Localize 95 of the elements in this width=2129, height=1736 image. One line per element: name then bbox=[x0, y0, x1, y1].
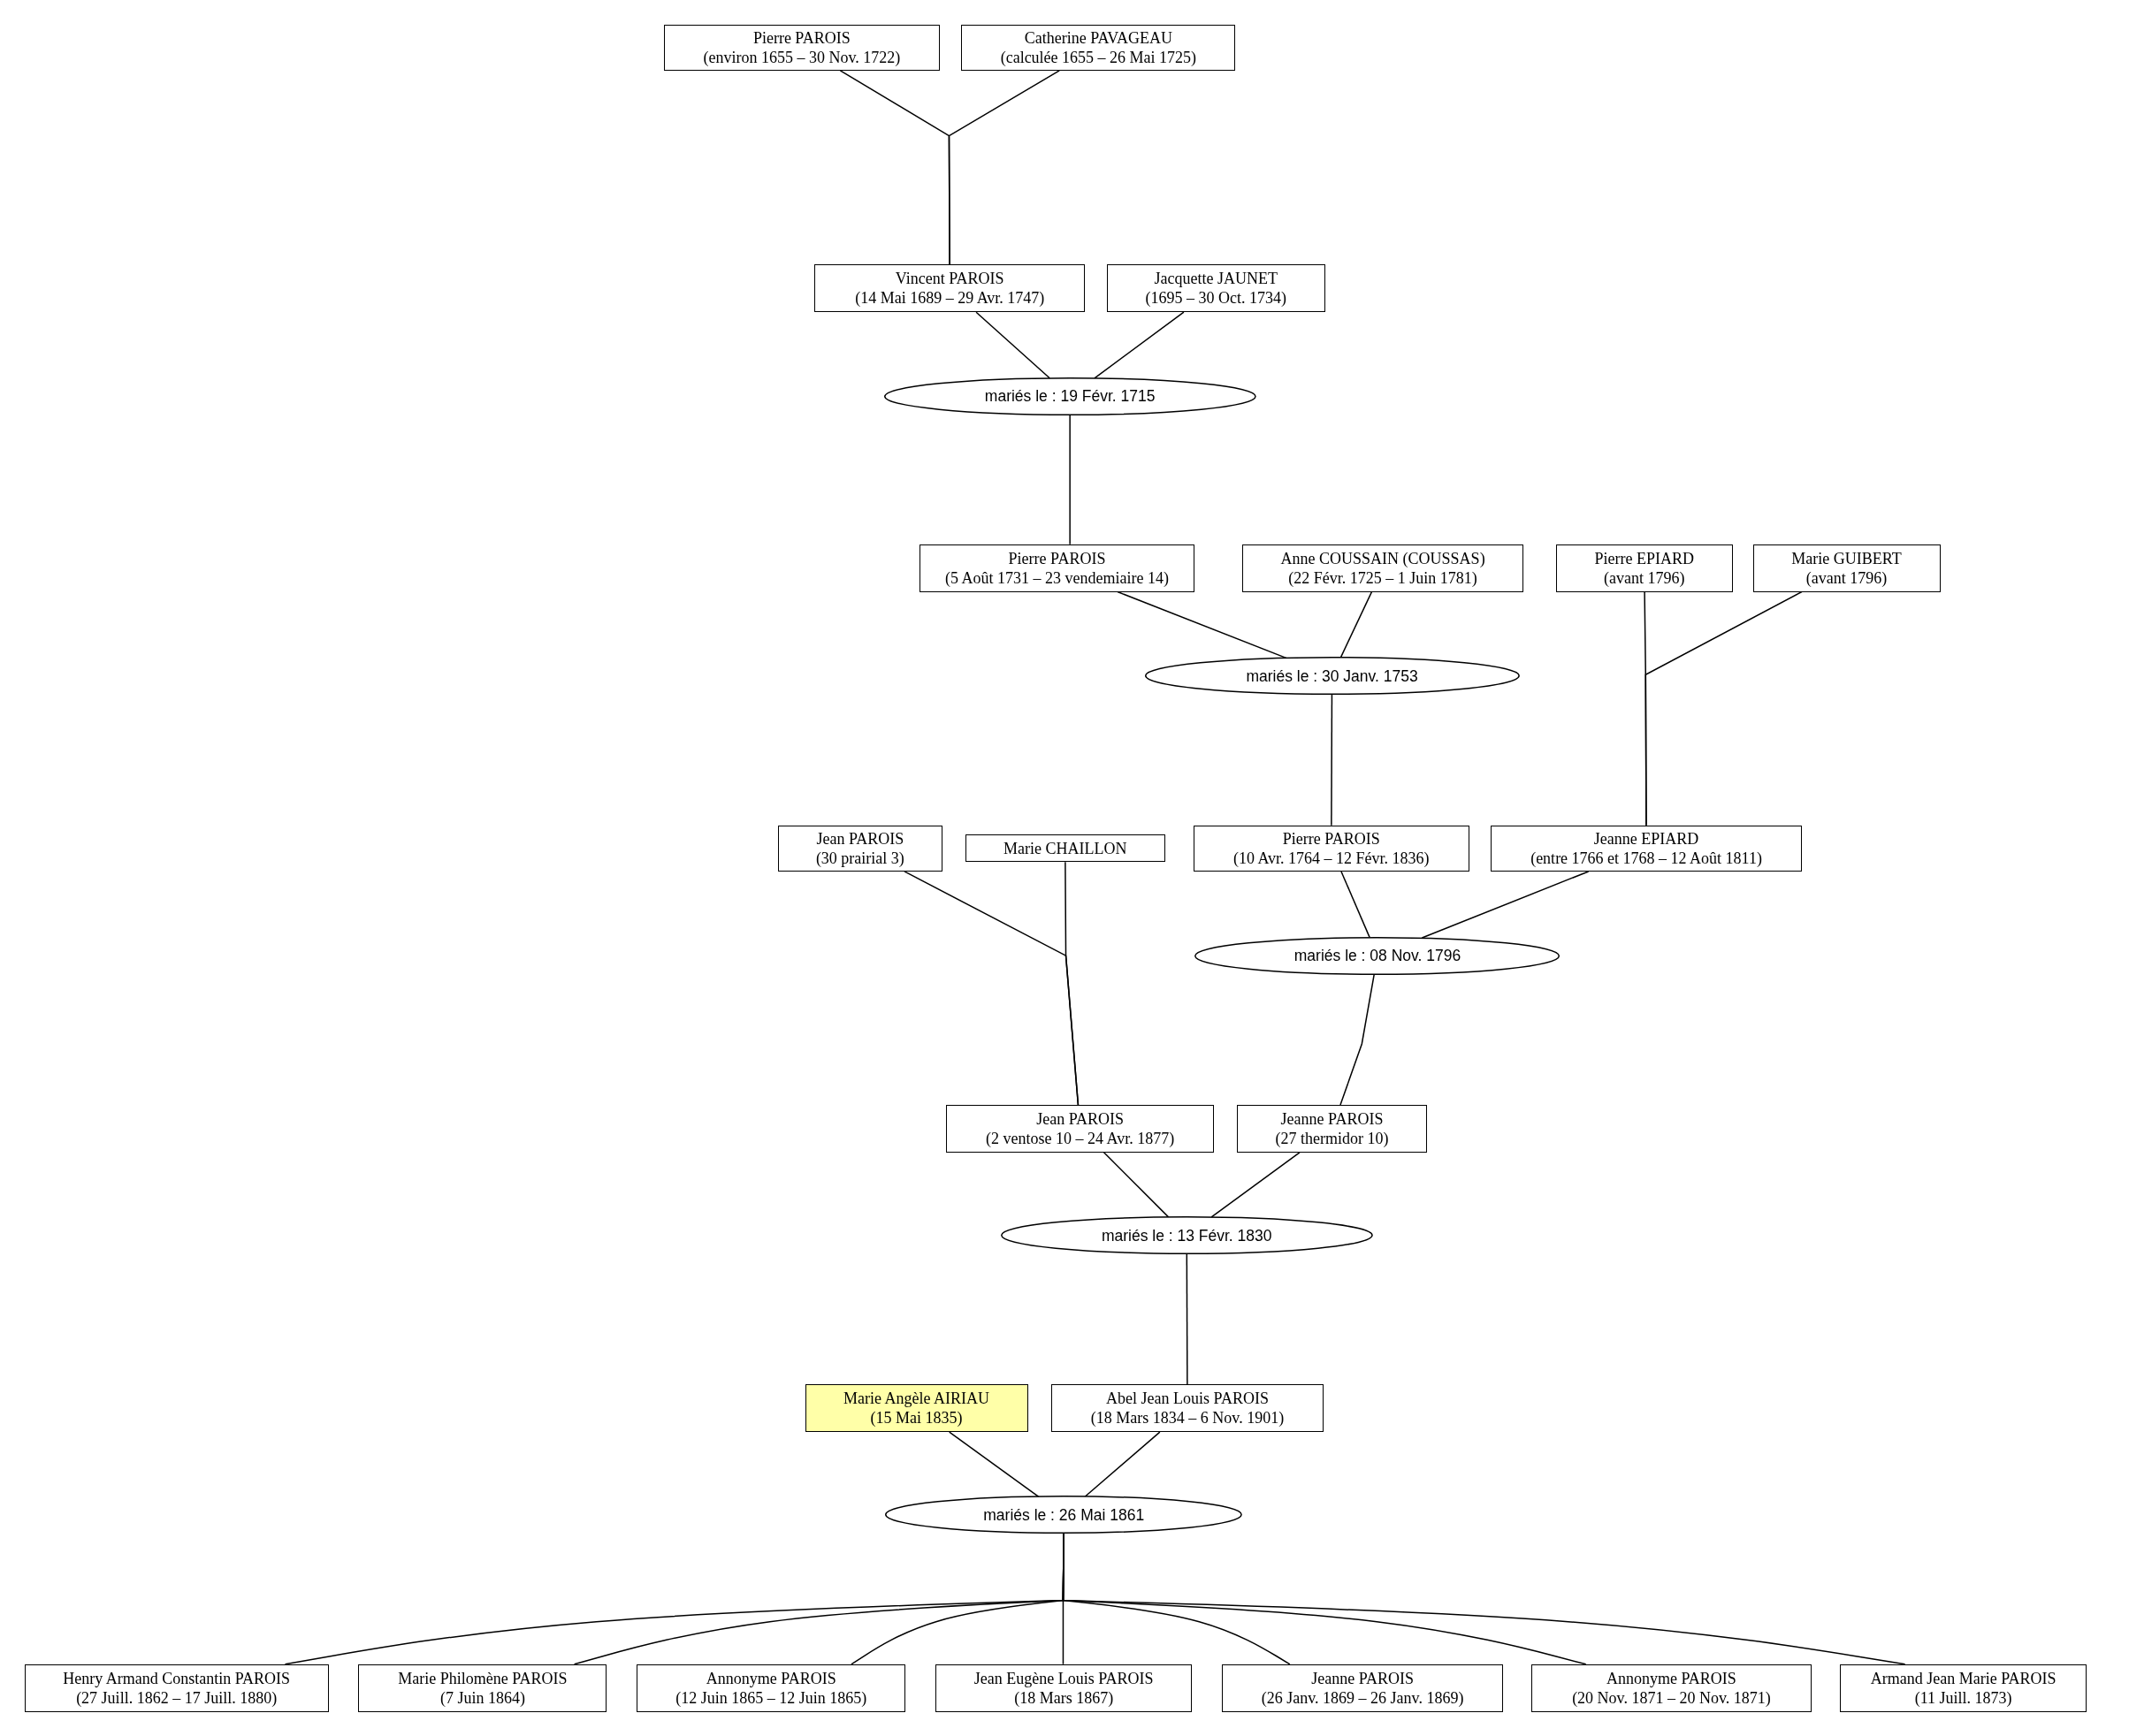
lineage-line bbox=[1103, 1152, 1170, 1218]
person-name: Catherine PAVAGEAU bbox=[1024, 27, 1172, 48]
life-dates: (entre 1766 et 1768 – 12 Août 1811) bbox=[1530, 848, 1762, 868]
person-box bbox=[777, 825, 942, 872]
life-dates: (10 Avr. 1764 – 12 Févr. 1836) bbox=[1232, 848, 1430, 868]
person-box bbox=[637, 1664, 906, 1712]
person-name: Jeanne EPIARD bbox=[1593, 828, 1699, 849]
person-box bbox=[358, 1664, 607, 1712]
person-name: Pierre EPIARD bbox=[1594, 548, 1694, 568]
marriage-ellipse bbox=[885, 1496, 1243, 1534]
person-box bbox=[1242, 544, 1524, 592]
lineage-line bbox=[1094, 311, 1185, 379]
life-dates: (18 Mars 1867) bbox=[1014, 1687, 1114, 1708]
marriage-date: mariés le : 26 Mai 1861 bbox=[983, 1504, 1145, 1525]
life-dates: (14 Mai 1689 – 29 Avr. 1747) bbox=[855, 288, 1045, 308]
person-box bbox=[805, 1384, 1028, 1433]
marriage-date: mariés le : 19 Févr. 1715 bbox=[984, 386, 1156, 407]
person-box bbox=[1222, 1664, 1504, 1712]
person-box bbox=[814, 264, 1085, 313]
lineage-line bbox=[1210, 1152, 1301, 1218]
marriage-ellipse bbox=[1194, 936, 1561, 975]
life-dates: (12 Juin 1865 – 12 Juin 1865) bbox=[675, 1687, 867, 1708]
person-name: Pierre PAROIS bbox=[1008, 548, 1106, 568]
person-name: Jean PAROIS bbox=[1036, 1108, 1125, 1129]
person-name: Marie Angèle AIRIAU bbox=[843, 1389, 990, 1409]
person-name: Abel Jean Louis PAROIS bbox=[1106, 1389, 1269, 1409]
person-name: Vincent PAROIS bbox=[895, 269, 1004, 289]
lineage-line bbox=[1186, 1253, 1188, 1386]
life-dates: (2 ventose 10 – 24 Avr. 1877) bbox=[986, 1128, 1175, 1148]
marriage-date: mariés le : 30 Janv. 1753 bbox=[1246, 666, 1418, 686]
person-name: Jean PAROIS bbox=[816, 828, 904, 849]
marriage-ellipse bbox=[1000, 1216, 1373, 1254]
person-box bbox=[1531, 1664, 1812, 1712]
life-dates: (11 Juill. 1873) bbox=[1914, 1687, 2012, 1708]
person-box bbox=[24, 1664, 329, 1712]
life-dates: (avant 1796) bbox=[1805, 567, 1888, 588]
life-dates: (environ 1655 – 30 Nov. 1722) bbox=[703, 47, 901, 67]
lineage-line bbox=[1339, 973, 1376, 1106]
life-dates: (27 Juill. 1862 – 17 Juill. 1880) bbox=[76, 1687, 278, 1708]
lineage-line bbox=[1117, 590, 1287, 659]
lineage-line bbox=[1331, 693, 1333, 826]
marriage-date: mariés le : 08 Nov. 1796 bbox=[1293, 946, 1461, 966]
life-dates: (calculée 1655 – 26 Mai 1725) bbox=[1000, 47, 1197, 67]
life-dates: (26 Janv. 1869 – 26 Janv. 1869) bbox=[1261, 1687, 1464, 1708]
person-name: Marie Philomène PAROIS bbox=[398, 1668, 568, 1688]
person-name: Annonyme PAROIS bbox=[1606, 1668, 1736, 1688]
person-box bbox=[663, 24, 940, 71]
person-box bbox=[919, 544, 1195, 592]
person-name: Jeanne PAROIS bbox=[1280, 1108, 1384, 1129]
lineage-line bbox=[975, 311, 1050, 379]
life-dates: (30 prairial 3) bbox=[815, 848, 904, 868]
person-box bbox=[1752, 544, 1941, 592]
lineage-line bbox=[1421, 871, 1590, 939]
lineage-line bbox=[1644, 590, 1803, 826]
lineage-line bbox=[949, 1431, 1040, 1498]
person-box bbox=[1839, 1664, 2087, 1712]
lineage-line bbox=[1339, 590, 1373, 659]
person-name: Jacquette JAUNET bbox=[1154, 269, 1278, 289]
life-dates: (1695 – 30 Oct. 1734) bbox=[1145, 288, 1286, 308]
person-name: Anne COUSSAIN (COUSSAS) bbox=[1280, 548, 1485, 568]
person-name: Pierre PAROIS bbox=[752, 27, 851, 48]
lineage-line bbox=[1340, 871, 1370, 939]
person-name: Annonyme PAROIS bbox=[706, 1668, 836, 1688]
person-box bbox=[1555, 544, 1733, 592]
person-box bbox=[935, 1664, 1193, 1712]
marriage-ellipse bbox=[883, 377, 1256, 415]
person-box bbox=[1491, 825, 1802, 872]
life-dates: (20 Nov. 1871 – 20 Nov. 1871) bbox=[1572, 1687, 1771, 1708]
person-name: Armand Jean Marie PAROIS bbox=[1870, 1668, 2057, 1688]
person-name: Pierre PAROIS bbox=[1282, 828, 1380, 849]
person-box bbox=[1106, 264, 1325, 313]
person-box bbox=[1237, 1105, 1428, 1153]
marriage-ellipse bbox=[1144, 657, 1520, 696]
life-dates: (15 Mai 1835) bbox=[870, 1408, 963, 1428]
life-dates: (5 Août 1731 – 23 vendemiaire 14) bbox=[945, 567, 1169, 588]
person-box bbox=[961, 24, 1236, 71]
life-dates: (18 Mars 1834 – 6 Nov. 1901) bbox=[1090, 1408, 1285, 1428]
person-box bbox=[1050, 1384, 1324, 1433]
person-name: Marie CHAILLON bbox=[1003, 838, 1127, 858]
person-name: Marie GUIBERT bbox=[1791, 548, 1902, 568]
lineage-line bbox=[1084, 1431, 1161, 1497]
marriage-date: mariés le : 13 Févr. 1830 bbox=[1101, 1225, 1272, 1245]
life-dates: (22 Févr. 1725 – 1 Juin 1781) bbox=[1288, 567, 1477, 588]
life-dates: (27 thermidor 10) bbox=[1275, 1128, 1389, 1148]
person-box bbox=[1193, 825, 1469, 872]
person-name: Jean Eugène Louis PAROIS bbox=[973, 1668, 1154, 1688]
person-box bbox=[965, 834, 1165, 863]
person-box bbox=[946, 1105, 1214, 1153]
life-dates: (7 Juin 1864) bbox=[439, 1687, 525, 1708]
person-name: Jeanne PAROIS bbox=[1311, 1668, 1414, 1688]
lineage-line bbox=[1064, 861, 1080, 1106]
person-name: Henry Armand Constantin PAROIS bbox=[63, 1668, 291, 1688]
life-dates: (avant 1796) bbox=[1604, 567, 1685, 588]
lineage-line bbox=[1069, 414, 1071, 545]
lineage-line bbox=[948, 70, 1060, 266]
